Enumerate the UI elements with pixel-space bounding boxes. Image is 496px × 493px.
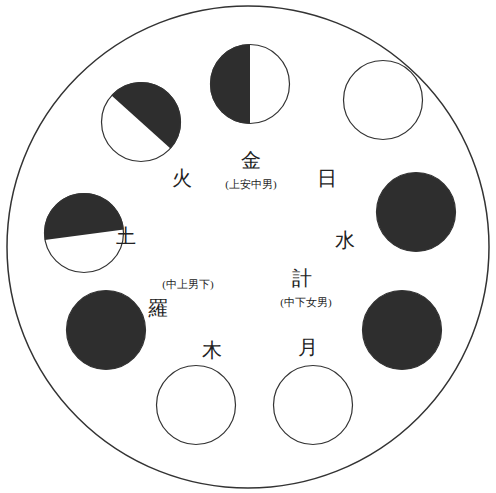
circle-outline	[363, 291, 442, 370]
circle-fill	[157, 366, 236, 445]
circle-shape	[156, 365, 236, 445]
circle-fill	[211, 45, 290, 124]
dark-part	[111, 82, 181, 149]
circle-outline	[157, 366, 236, 445]
luminary-circle: 日	[343, 60, 423, 140]
circle-outline	[211, 45, 290, 124]
luminary-name: 土	[116, 225, 136, 247]
circle-outline	[377, 173, 456, 252]
circle-shape	[343, 60, 423, 140]
circle-fill	[363, 291, 442, 370]
circle-shape	[273, 365, 353, 445]
circle-outline	[274, 366, 353, 445]
luminary-name: 金	[241, 149, 261, 171]
luminary-circle: 火	[101, 82, 181, 162]
luminary-name: 火	[172, 167, 192, 189]
luminary-note: (中上男下)	[162, 278, 213, 290]
luminary-circle: 金(上安中男)	[210, 44, 290, 124]
circle-outline	[102, 83, 181, 162]
outer-circle	[7, 6, 489, 488]
luminary-circle: 土	[44, 193, 124, 273]
circle-fill	[45, 194, 124, 273]
dark-part	[44, 193, 124, 240]
luminary-note: (中下女男)	[280, 296, 331, 308]
circle-outline	[67, 291, 146, 370]
circle-fill	[344, 61, 423, 140]
luminary-circle: 木	[156, 365, 236, 445]
luminary-circle: 計(中下女男)	[362, 290, 442, 370]
circle-outline	[344, 61, 423, 140]
circle-shape	[210, 44, 290, 124]
luminary-note: (上安中男)	[225, 178, 276, 190]
luminary-circle: 水	[376, 172, 456, 252]
luminary-name: 日	[317, 167, 337, 189]
circle-shape	[66, 290, 146, 370]
luminary-name: 木	[202, 339, 222, 361]
circle-fill	[102, 83, 181, 162]
circle-fill	[377, 173, 456, 252]
luminary-name: 羅	[148, 297, 168, 319]
circle-shape	[101, 82, 181, 162]
luminary-circle: 月	[273, 365, 353, 445]
luminary-circle: 羅(中上男下)	[66, 290, 146, 370]
luminary-name: 計	[292, 267, 312, 289]
circle-shape	[44, 193, 124, 273]
circle-shape	[362, 290, 442, 370]
luminary-name: 月	[298, 336, 318, 358]
circle-fill	[274, 366, 353, 445]
circle-outline	[45, 194, 124, 273]
luminary-name: 水	[335, 229, 355, 251]
circle-shape	[376, 172, 456, 252]
circle-fill	[67, 291, 146, 370]
dark-part	[210, 44, 250, 124]
